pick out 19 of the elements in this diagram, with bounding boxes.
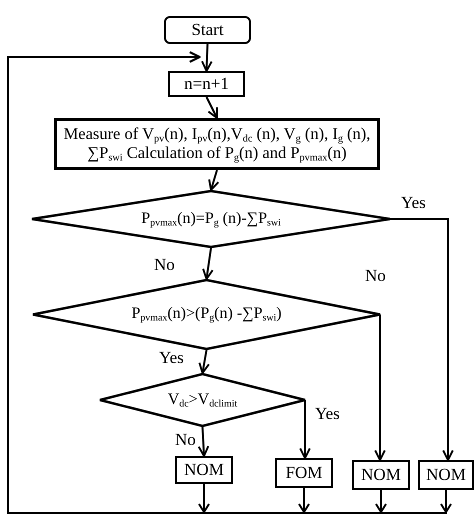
- process-box: [352, 460, 410, 490]
- node-text: NOM: [426, 465, 466, 485]
- decision-diamond: [100, 373, 305, 427]
- node-text: n=n+1: [184, 74, 229, 94]
- node-text: NOM: [361, 465, 401, 485]
- node-text: V$_{dc}$>V$_{dclimit}$: [168, 390, 238, 410]
- node-text: NOM: [184, 460, 224, 480]
- terminal-box: [164, 16, 251, 44]
- node-text: Start: [191, 20, 224, 40]
- process-box: [168, 71, 245, 97]
- node-text: Measure of V$_{pv}$(n), I$_{pv}$(n),V$_{dc}$ (n), V$_{g}$ (n), I$_{g}$ (n), ∑P$_{swi}$ Calculation of P$_{g}$(n) and P$_{pvmax}$(n): [62, 125, 372, 163]
- node-text: FOM: [286, 463, 322, 483]
- decision-diamond: [32, 190, 390, 248]
- process-box: [175, 456, 233, 484]
- process-box: [418, 460, 474, 490]
- process-box: [54, 118, 380, 170]
- process-box: [275, 458, 333, 488]
- node-text: P$_{pvmax}$(n)>(P$_{g}$(n) -∑P$_{swi}$): [131, 305, 282, 324]
- node-text: P$_{pvmax}$(n)=P$_{g}$ (n)-∑P$_{swi}$: [141, 210, 281, 228]
